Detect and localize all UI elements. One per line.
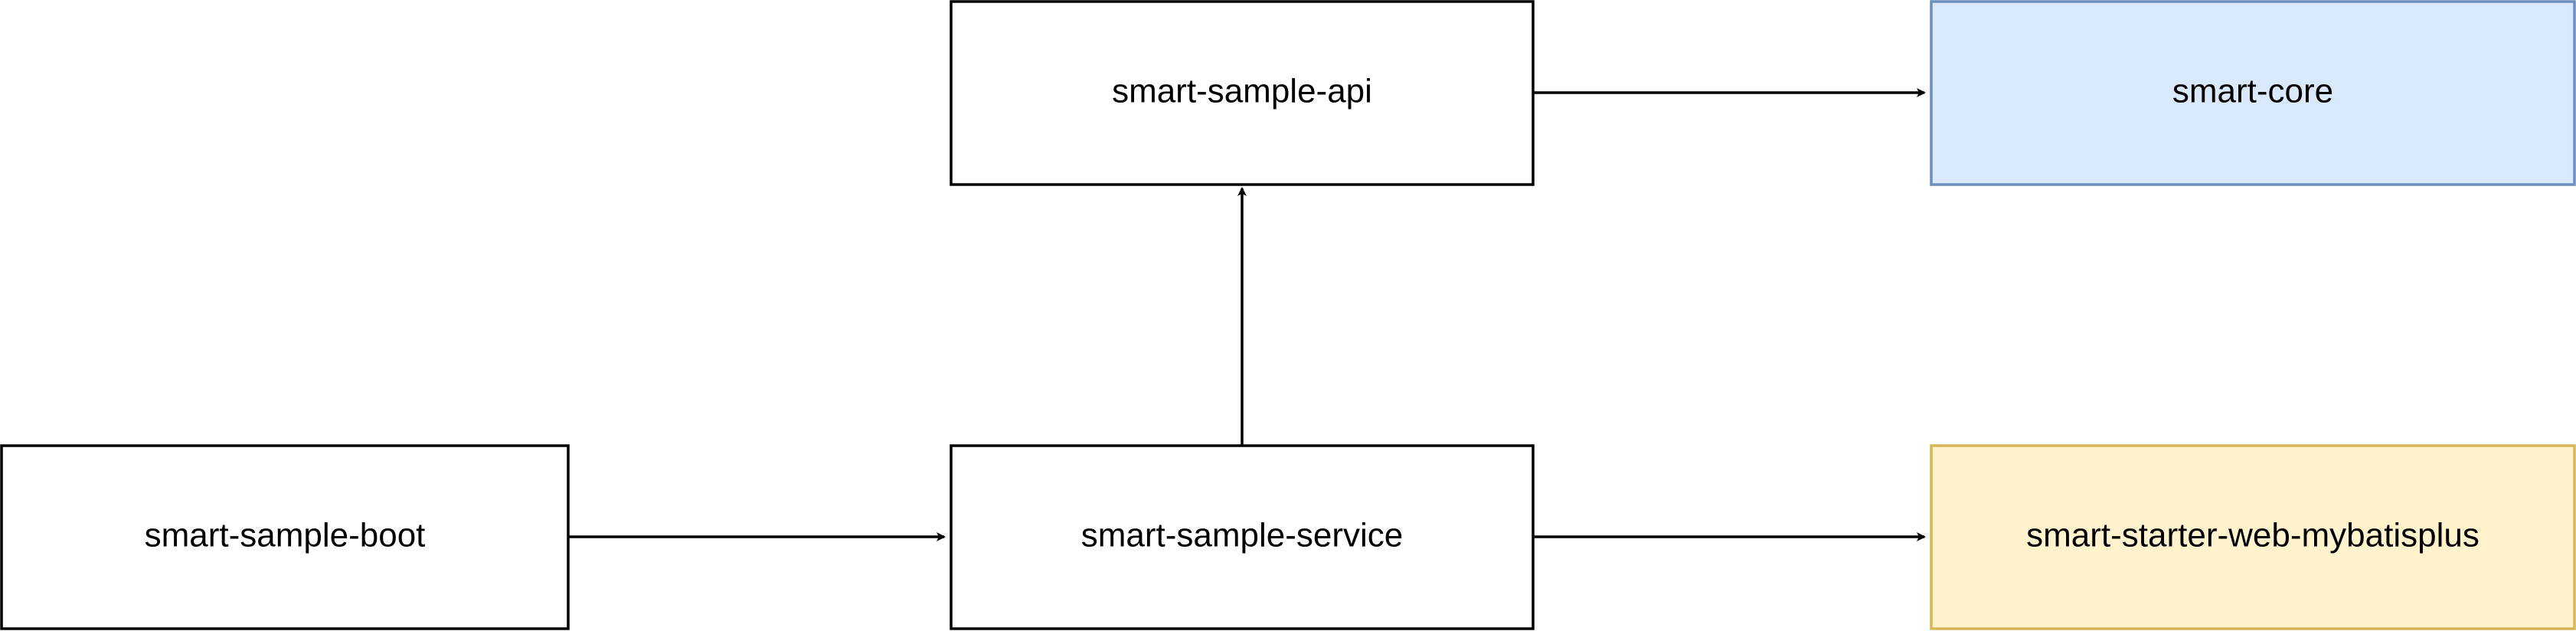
node-box (1930, 444, 2576, 630)
node-label: smart-starter-web-mybatisplus (2026, 517, 2480, 554)
node-smart-sample-api: smart-sample-api (950, 0, 1535, 186)
edges (568, 88, 1926, 541)
node-smart-core: smart-core (1930, 0, 2576, 186)
node-smart-starter-web-mybatisplus: smart-starter-web-mybatisplus (1930, 444, 2576, 630)
node-box (1930, 0, 2576, 186)
node-label: smart-sample-service (1081, 517, 1404, 554)
node-box (950, 444, 1535, 630)
node-smart-sample-boot: smart-sample-boot (0, 444, 570, 630)
node-label: smart-sample-api (1112, 73, 1372, 110)
node-box (0, 444, 570, 630)
node-smart-sample-service: smart-sample-service (950, 444, 1535, 630)
node-label: smart-core (2172, 73, 2333, 110)
node-label: smart-sample-boot (145, 517, 426, 554)
node-box (950, 0, 1535, 186)
